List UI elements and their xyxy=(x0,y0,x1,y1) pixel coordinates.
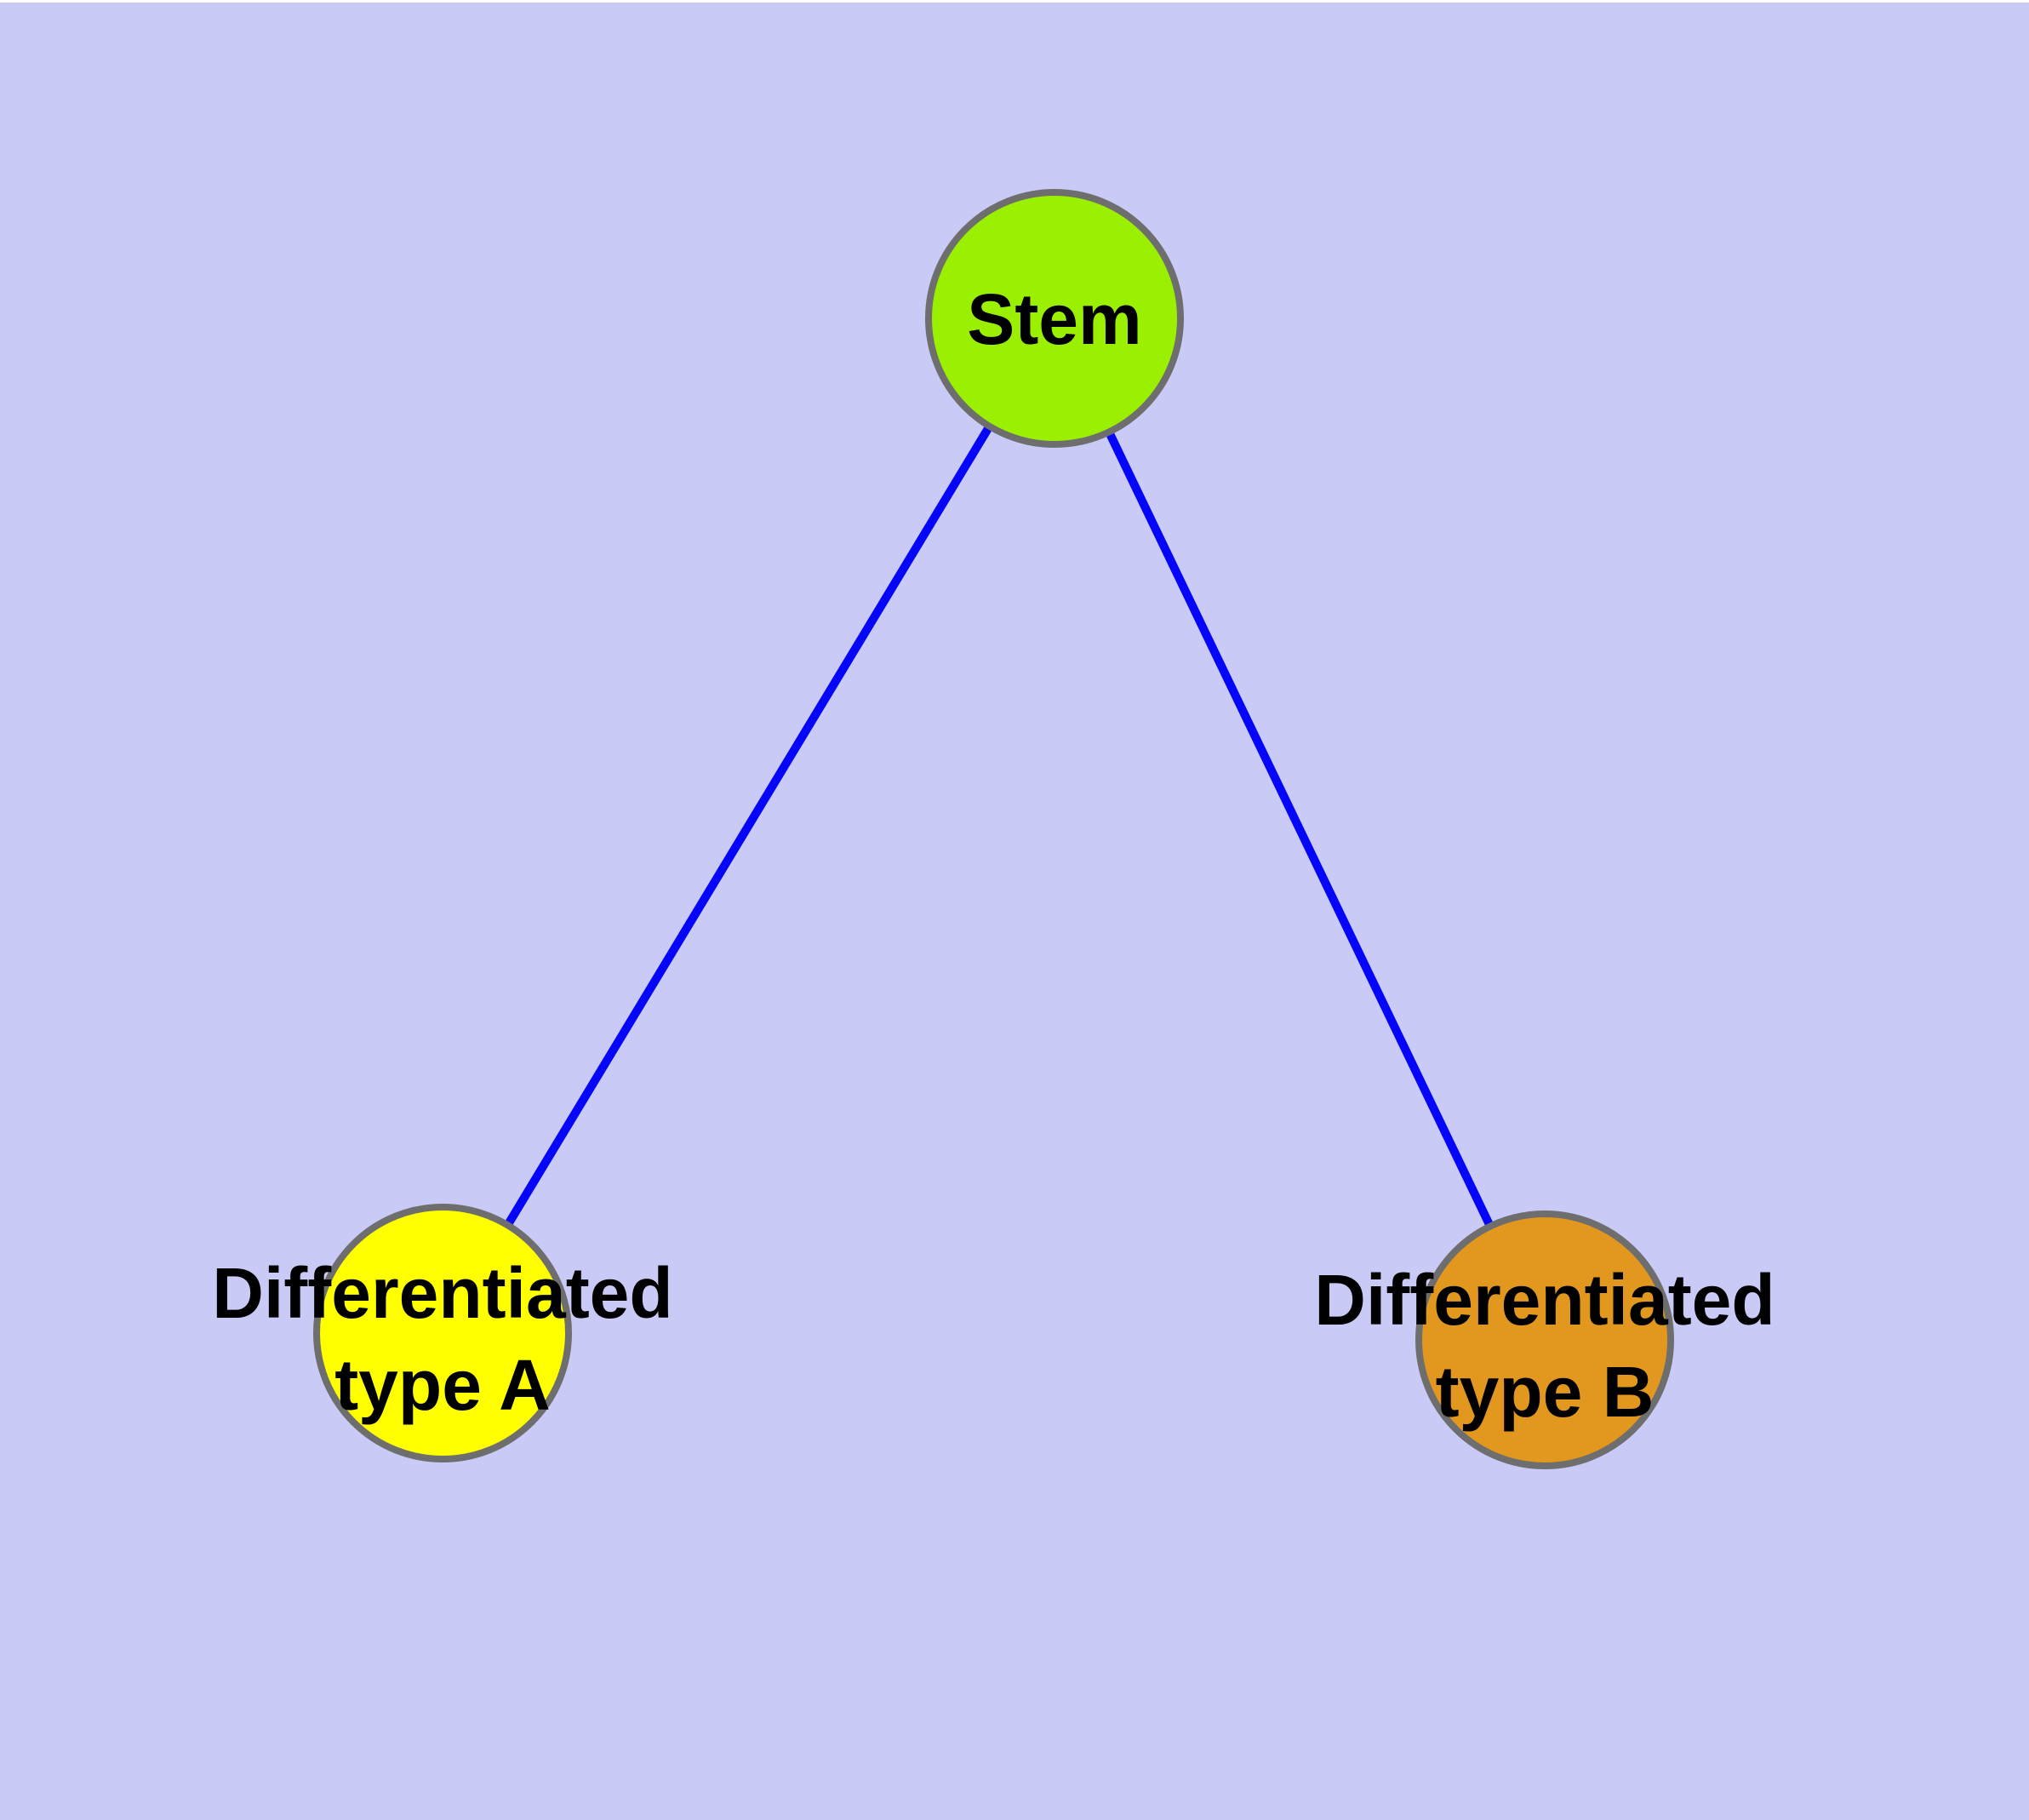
node-label-line: Stem xyxy=(967,279,1141,359)
node-label-stem: Stem xyxy=(967,279,1141,359)
node-label-line: Differentiated xyxy=(212,1253,672,1333)
node-label-line: Differentiated xyxy=(1314,1260,1775,1340)
node-label-line: type B xyxy=(1436,1352,1655,1432)
edge-stem-to-differentiated-type-b xyxy=(1050,316,1549,1342)
node-label-differentiated-type-a: Differentiated type A xyxy=(212,1253,672,1425)
node-circle-differentiated-type-a xyxy=(313,1204,572,1462)
node-label-line: type A xyxy=(334,1345,551,1425)
node-label-differentiated-type-b: Differentiated type B xyxy=(1314,1260,1775,1432)
node-circle-stem xyxy=(925,189,1184,448)
edge-stem-to-differentiated-type-a xyxy=(438,316,1059,1336)
node-circle-differentiated-type-b xyxy=(1415,1210,1674,1469)
